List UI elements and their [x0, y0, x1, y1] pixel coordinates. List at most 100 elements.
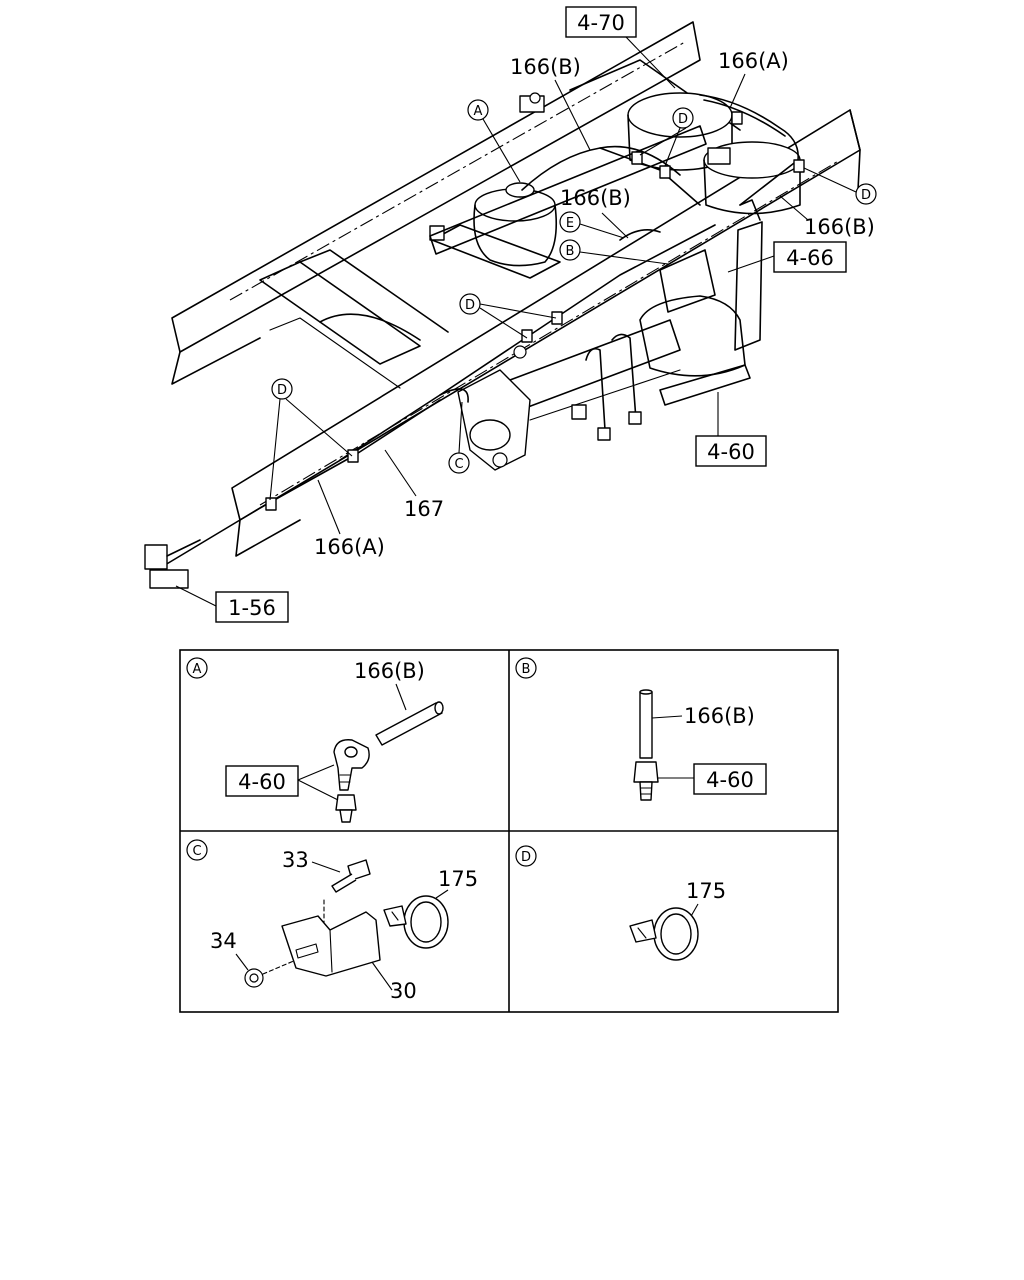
panel-c-bracket-label: 30: [390, 979, 417, 1003]
leader-1-56: [175, 585, 217, 607]
panel-c-callout: C: [186, 839, 208, 861]
svg-text:A: A: [193, 662, 202, 677]
leader-166b-top: [554, 79, 591, 151]
panel-c-clamp-leader: [435, 889, 449, 899]
panel-a-part-label: 166(B): [354, 659, 425, 683]
leader-166a-bottom: [317, 479, 341, 535]
label-167: 167: [404, 497, 444, 521]
ref-box-1-56-text: 1-56: [228, 596, 276, 620]
ref-box-1-56[interactable]: 1-56: [215, 591, 289, 623]
chassis-assembly-drawing: [144, 21, 861, 589]
air-spring-rear: [627, 92, 801, 215]
ref-box-4-66-text: 4-66: [786, 246, 834, 270]
svg-text:D: D: [277, 383, 287, 398]
air-spring-right: [639, 199, 763, 406]
panel-b-callout: B: [515, 657, 537, 679]
panel-c-nut-leader: [235, 953, 249, 971]
detail-panel-d: D 175: [515, 845, 726, 961]
callout-d-mid[interactable]: D: [459, 293, 481, 315]
callout-b-leader: [579, 251, 669, 265]
svg-text:D: D: [861, 188, 871, 203]
panel-c-clamp: [383, 895, 449, 949]
callout-c[interactable]: C: [448, 452, 470, 474]
lower-frame-rail: [231, 109, 861, 557]
panel-a-connector: [335, 794, 357, 823]
detail-panel-b: B 166(B) 4-60: [515, 657, 767, 801]
callout-e[interactable]: E: [559, 211, 581, 233]
ref-box-4-66[interactable]: 4-66: [773, 241, 847, 273]
svg-text:A: A: [474, 104, 483, 119]
panel-c-bracket-leader: [371, 961, 393, 991]
svg-text:4-60: 4-60: [706, 768, 754, 792]
ref-box-4-70-text: 4-70: [577, 11, 625, 35]
leader-4-66: [727, 255, 775, 273]
svg-text:4-60: 4-60: [238, 770, 286, 794]
panel-c-bolt-label: 33: [282, 848, 309, 872]
svg-text:B: B: [566, 244, 575, 259]
callout-d-top[interactable]: D: [672, 107, 694, 129]
frame-fitting-top: [519, 92, 545, 113]
panel-d-clamp-label: 175: [686, 879, 726, 903]
panel-c-nut-label: 34: [210, 929, 237, 953]
callout-d-right-leader: [803, 167, 857, 193]
leader-166b-right: [779, 195, 809, 221]
panel-c-bolt: [323, 859, 371, 931]
leveling-valve: [144, 539, 201, 589]
panel-a-callout: A: [186, 657, 208, 679]
callout-d-mid-leader: [479, 303, 557, 339]
panel-a-ref-box[interactable]: 4-60: [225, 765, 299, 797]
svg-text:B: B: [522, 662, 531, 677]
detail-panels-grid: [179, 649, 839, 1013]
panel-a-leader-tube: [395, 683, 407, 711]
callout-d-top-leader: [639, 127, 687, 167]
spring-hanger-bracket: [457, 345, 531, 471]
svg-text:D: D: [678, 112, 688, 127]
detail-panel-a: A 166(B) 4-60: [186, 657, 444, 823]
panel-c-bracket: [281, 911, 381, 977]
panel-a-ref-leader: [297, 764, 339, 801]
panel-a-elbow-fitting: [333, 739, 370, 791]
line-clips: [265, 111, 805, 511]
panel-b-ref-box[interactable]: 4-60: [693, 763, 767, 795]
panel-b-tube: [639, 689, 653, 759]
ref-box-4-60[interactable]: 4-60: [695, 435, 767, 467]
svg-text:C: C: [454, 457, 463, 472]
ref-box-4-70[interactable]: 4-70: [565, 6, 637, 38]
panel-b-part-label: 166(B): [684, 704, 755, 728]
leader-167: [384, 449, 417, 497]
label-166b-mid: 166(B): [560, 186, 631, 210]
label-166a-top: 166(A): [718, 49, 789, 73]
svg-text:E: E: [566, 216, 574, 231]
svg-text:D: D: [465, 298, 475, 313]
svg-text:C: C: [192, 844, 201, 859]
ref-box-4-60-text: 4-60: [707, 440, 755, 464]
callout-b[interactable]: B: [559, 239, 581, 261]
panel-c-clamp-label: 175: [438, 867, 478, 891]
panel-a-tube: [375, 701, 444, 746]
leader-166a-top: [729, 73, 746, 109]
panel-d-callout: D: [515, 845, 537, 867]
label-166a-bottom: 166(A): [314, 535, 385, 559]
panel-c-nut: [244, 959, 297, 988]
leader-166b-mid: [601, 212, 629, 239]
panel-d-clamp: [629, 907, 699, 961]
callout-c-leader: [458, 401, 463, 454]
leader-4-70: [625, 36, 676, 89]
svg-text:D: D: [521, 850, 531, 865]
panel-b-leader-tube: [651, 715, 683, 719]
callout-e-leader: [579, 223, 625, 239]
callout-a-leader: [482, 118, 521, 183]
callout-d-left[interactable]: D: [271, 378, 293, 400]
panel-b-connector: [633, 761, 659, 801]
label-166b-right: 166(B): [804, 215, 875, 239]
label-166b-top: 166(B): [510, 55, 581, 79]
upper-frame-rail: [171, 21, 701, 385]
panel-c-bolt-leader: [311, 861, 341, 873]
air-line-166a: [159, 94, 799, 569]
detail-panel-c: C 33 34 30 175: [186, 839, 478, 1003]
callout-a[interactable]: A: [467, 99, 489, 121]
callout-d-right[interactable]: D: [855, 183, 877, 205]
callout-d-left-leader: [269, 398, 353, 501]
u-bolts: [571, 333, 642, 441]
